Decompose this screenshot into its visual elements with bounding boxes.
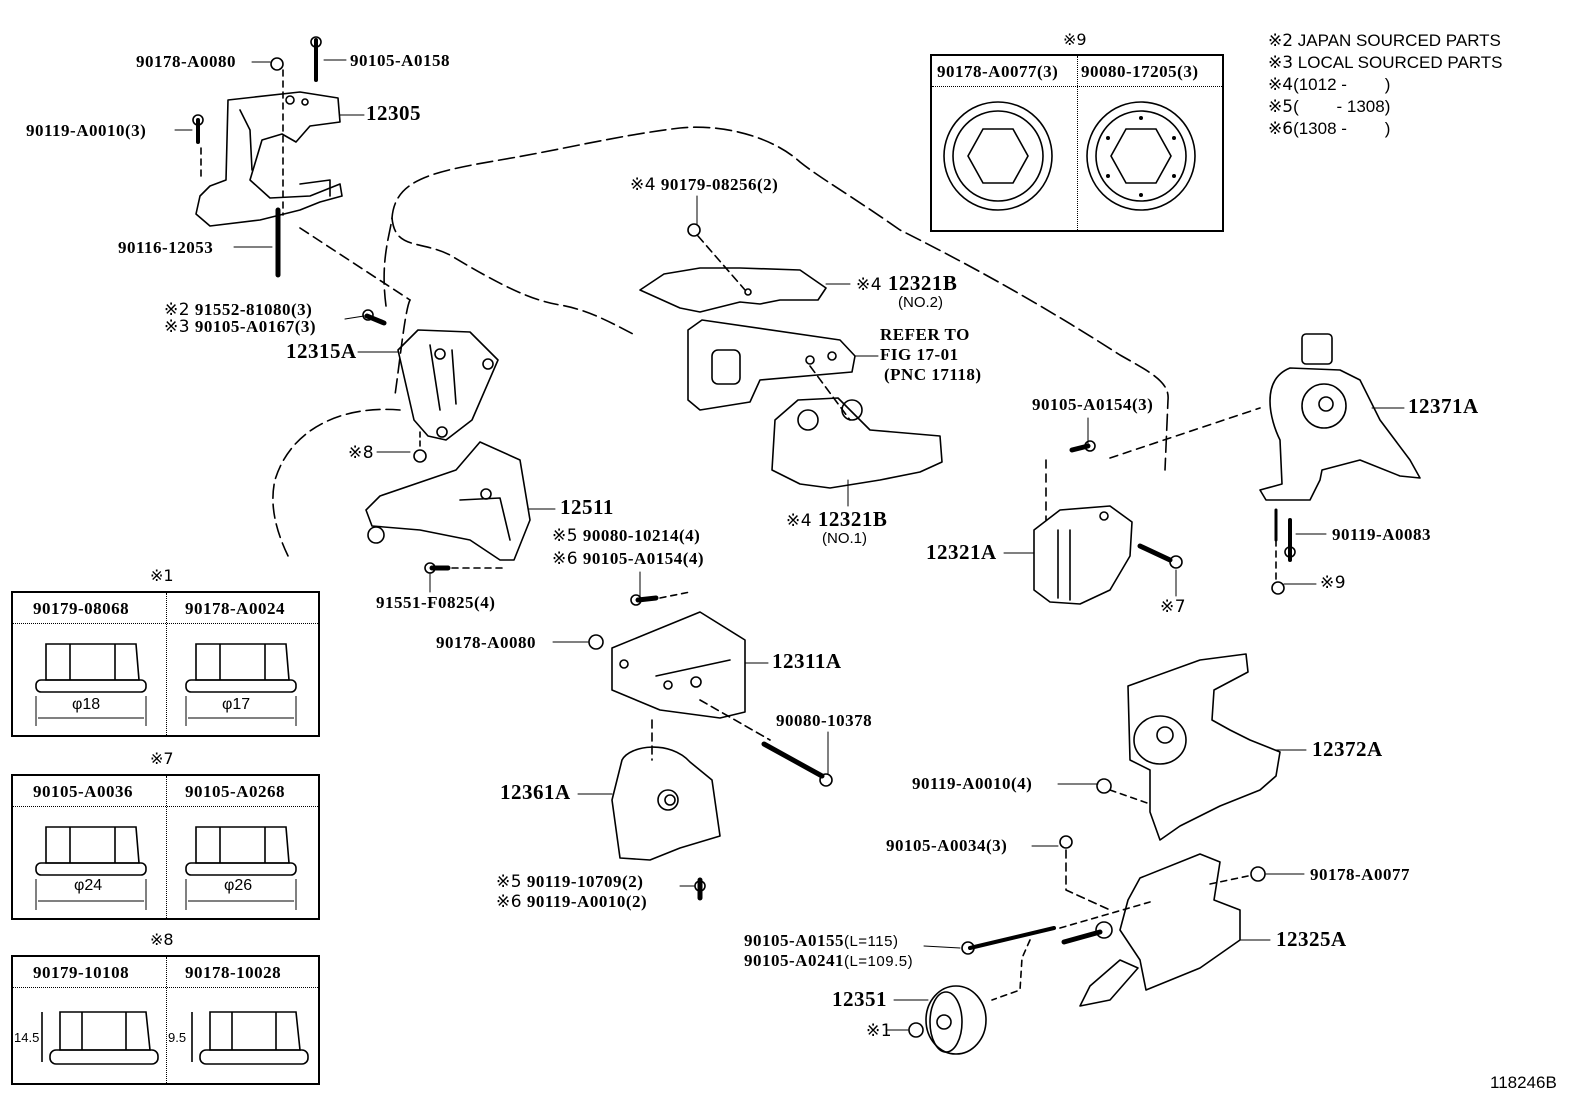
table-9: 90178-A0077(3) 90080-17205(3) [930,54,1224,232]
engine-outline-left [272,299,411,561]
callout-12372A[interactable]: 12372A [1312,737,1383,761]
callout-12511[interactable]: 12511 [560,495,614,519]
callout-90105-A0241[interactable]: 90105-A0241(L=109.5) [744,951,914,971]
callout-12315A[interactable]: 12315A [286,339,357,363]
legend-item: ※5( - 1308) [1268,97,1391,117]
leader-dashed [299,227,411,301]
legend-item: ※6(1308 - ) [1268,119,1391,139]
callout-90080-10214[interactable]: ※5 90080-10214(4) [552,526,701,546]
engine-outline-inner [391,217,636,336]
callout-90178-A0080-mid[interactable]: 90178-A0080 [436,633,536,652]
refer-line-1: REFER TO [880,325,970,344]
part-12321B-no1-illustration [771,397,943,489]
callout-12321B-no1[interactable]: ※4 12321B [786,507,888,531]
leader-lines [174,59,1405,1031]
callout-12321B-no2[interactable]: ※4 12321B [856,271,958,295]
legend: ※2 JAPAN SOURCED PARTS ※3 LOCAL SOURCED … [1268,30,1502,140]
nut-90179-10108 [41,1011,159,1065]
callout-90105-A0034[interactable]: 90105-A0034(3) [886,836,1008,855]
callout-90119-A0010-2[interactable]: ※6 90119-A0010(2) [496,892,648,912]
callout-12351[interactable]: 12351 [832,987,887,1011]
table-7-col-2: 90105-A0268 [185,782,285,801]
callout-note-1[interactable]: ※1 [866,1021,893,1041]
figure-id: 118246B [1490,1073,1557,1092]
callout-90080-10378[interactable]: 90080-10378 [776,711,873,730]
part-12511-illustration [365,441,531,574]
legend-item: ※3 LOCAL SOURCED PARTS [1268,53,1503,73]
callout-note-7[interactable]: ※7 [1160,597,1187,617]
callout-90178-A0077[interactable]: 90178-A0077 [1310,865,1410,884]
part-12321B-no2-illustration [639,223,827,313]
part-12351-illustration [908,985,987,1055]
callout-90119-A0010-3[interactable]: 90119-A0010(3) [26,121,147,140]
callout-91552-81080[interactable]: ※2 91552-81080(3) [164,300,313,320]
callout-90105-A0158[interactable]: 90105-A0158 [350,51,450,70]
table-7-col-1: 90105-A0036 [33,782,133,801]
callout-90119-A0083[interactable]: 90119-A0083 [1332,525,1431,544]
table-1: 90179-08068 90178-A0024 [11,591,320,737]
table-1-dim-1: φ18 [72,696,101,713]
callout-12305[interactable]: 12305 [366,101,421,125]
legend-item: ※4(1012 - ) [1268,75,1391,95]
callout-note-8[interactable]: ※8 [348,443,375,463]
callout-90179-08256[interactable]: ※4 90179-08256(2) [630,175,779,195]
nut-drawings [35,643,309,1065]
table-9-dots [1106,116,1176,197]
part-12311A-illustration [588,591,833,787]
nut-90178-10028 [191,1011,309,1065]
table-8: 90179-10108 90178-10028 [11,955,320,1085]
callout-12311A[interactable]: 12311A [772,649,842,673]
table-7-marker: ※7 [150,749,174,768]
table-7: 90105-A0036 90105-A0268 [11,774,320,920]
nut-90105-A0268 [185,826,297,876]
part-12315A-illustration [362,309,499,463]
refer-line-2[interactable]: FIG 17-01 [880,345,959,364]
part-12371A-illustration [1259,333,1421,595]
nut-90179-08068 [35,643,147,693]
callout-12361A[interactable]: 12361A [500,780,571,804]
callout-91551-F0825[interactable]: 91551-F0825(4) [376,593,496,612]
table-9-col-2: 90080-17205(3) [1081,62,1199,81]
part-12321A-illustration [1033,407,1261,605]
callout-12325A[interactable]: 12325A [1276,927,1347,951]
table-1-col-1: 90179-08068 [33,599,130,618]
table-9-col-1: 90178-A0077(3) [937,62,1059,81]
table-7-dim-1: φ24 [74,877,103,894]
callout-12371A[interactable]: 12371A [1408,394,1479,418]
table-1-col-2: 90178-A0024 [185,599,285,618]
nut-90105-A0036 [35,826,147,876]
callout-90105-A0154-4[interactable]: ※6 90105-A0154(4) [552,549,705,569]
legend-item: ※2 JAPAN SOURCED PARTS [1268,31,1501,51]
table-1-dim-2: φ17 [222,696,251,713]
part-12305-illustration [192,36,343,278]
callout-90116-12053[interactable]: 90116-12053 [118,238,214,257]
callout-90105-A0154-3[interactable]: 90105-A0154(3) [1032,395,1154,414]
callout-12321A[interactable]: 12321A [926,540,997,564]
callout-note-9[interactable]: ※9 [1320,573,1347,593]
table-7-dim-2: φ26 [224,877,253,894]
callout-90119-A0010-4[interactable]: 90119-A0010(4) [912,774,1033,793]
table-8-col-1: 90179-10108 [33,963,130,982]
table-8-marker: ※8 [150,930,174,949]
refer-fig-bracket-illustration [687,319,856,421]
table-9-marker: ※9 [1063,30,1087,49]
refer-line-3: (PNC 17118) [884,365,982,384]
table-8-dim-1: 14.5 [14,1030,40,1045]
callout-90178-A0080-top[interactable]: 90178-A0080 [136,52,236,71]
table-9-drawings [943,101,1196,211]
callout-12321B-no2-sub: (NO.2) [898,294,943,311]
engine-outline [383,126,1169,471]
callout-90119-10709[interactable]: ※5 90119-10709(2) [496,872,644,892]
dimension-lines [35,696,297,910]
callout-90105-A0167[interactable]: ※3 90105-A0167(3) [164,317,317,337]
nut-90178-A0024 [185,643,297,693]
table-8-col-2: 90178-10028 [185,963,282,982]
table-8-dim-2: 9.5 [168,1030,187,1045]
callout-90105-A0155[interactable]: 90105-A0155(L=115) [744,931,899,951]
part-12361A-illustration [611,746,721,901]
table-1-marker: ※1 [150,566,174,585]
part-12372A-illustration [1096,653,1281,841]
part-12325A-illustration [961,835,1266,1007]
callout-12321B-no1-sub: (NO.1) [822,530,867,547]
